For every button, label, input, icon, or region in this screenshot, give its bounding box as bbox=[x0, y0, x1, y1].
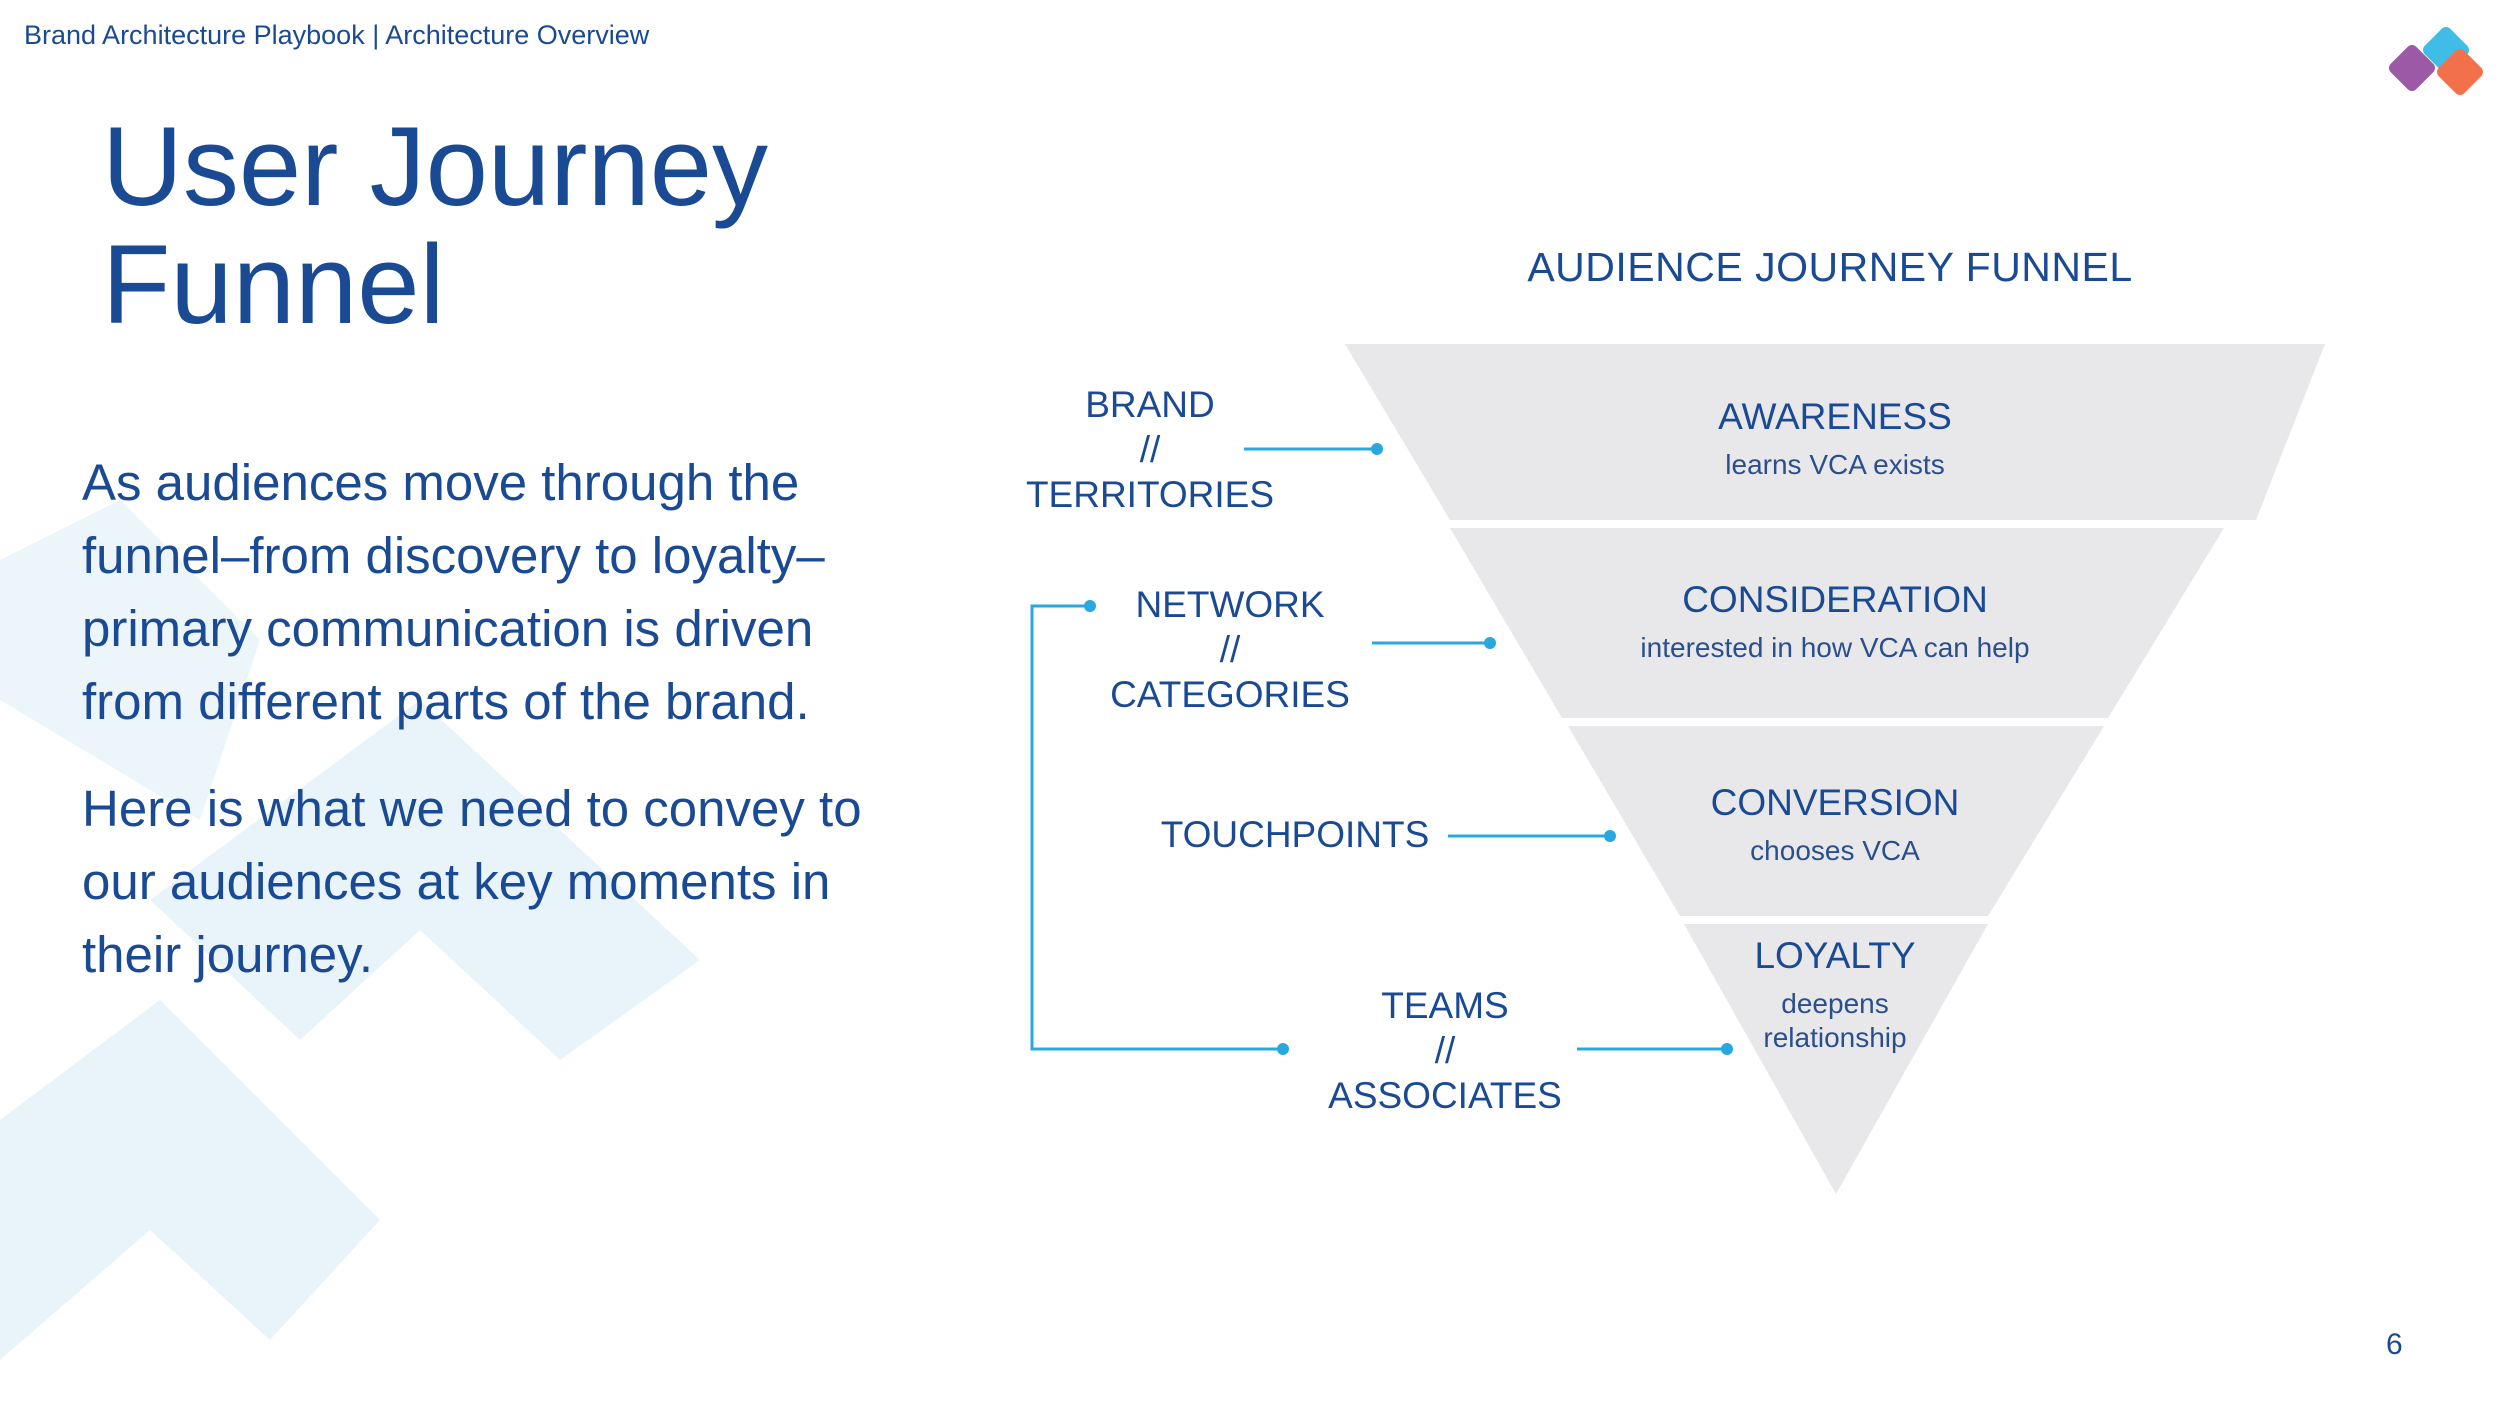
stage-description: chooses VCA bbox=[1750, 835, 1920, 866]
connector-dot bbox=[1604, 830, 1616, 842]
brand-logo-icon bbox=[2389, 27, 2483, 95]
connector-dot bbox=[1084, 600, 1096, 612]
connector-bracket bbox=[1030, 604, 1283, 1051]
intro-paragraph-2: Here is what we need to convey to our au… bbox=[82, 780, 862, 983]
connector-dot bbox=[1721, 1043, 1733, 1055]
source-line: TEAMS bbox=[1381, 985, 1509, 1026]
connector-dot bbox=[1484, 637, 1496, 649]
stage-awareness: AWARENESS learns VCA exists bbox=[1580, 396, 2090, 482]
funnel-stage-awareness bbox=[1345, 344, 2325, 520]
stage-name: LOYALTY bbox=[1754, 935, 1916, 976]
page-title-line-2: Funnel bbox=[102, 222, 445, 347]
breadcrumb: Brand Architecture Playbook | Architectu… bbox=[24, 20, 650, 50]
page-title-line-1: User Journey bbox=[102, 104, 769, 229]
stage-name: CONSIDERATION bbox=[1682, 579, 1988, 620]
source-teams-associates: TEAMS // ASSOCIATES bbox=[1315, 983, 1575, 1118]
funnel-stage-consideration bbox=[1450, 528, 2224, 718]
source-brand-territories: BRAND // TERRITORIES bbox=[1020, 382, 1280, 517]
funnel-stage-loyalty bbox=[1684, 924, 1988, 1194]
stage-consideration: CONSIDERATION interested in how VCA can … bbox=[1580, 579, 2090, 665]
stage-name: CONVERSION bbox=[1710, 782, 1960, 823]
source-line: TOUCHPOINTS bbox=[1160, 814, 1430, 855]
connector-dot bbox=[1371, 443, 1383, 455]
source-line: ASSOCIATES bbox=[1328, 1075, 1562, 1116]
page-title: User Journey Funnel bbox=[102, 108, 1002, 344]
source-line: // bbox=[1434, 1030, 1456, 1071]
stage-conversion: CONVERSION chooses VCA bbox=[1580, 782, 2090, 868]
source-touchpoints: TOUCHPOINTS bbox=[1130, 812, 1460, 857]
stage-description: interested in how VCA can help bbox=[1640, 632, 2030, 663]
stage-name: AWARENESS bbox=[1718, 396, 1952, 437]
stage-description-line-1: deepens bbox=[1781, 988, 1889, 1019]
stage-description: learns VCA exists bbox=[1725, 449, 1945, 480]
source-line: // bbox=[1139, 429, 1161, 470]
connector-dot bbox=[1277, 1043, 1289, 1055]
source-line: NETWORK bbox=[1135, 584, 1325, 625]
page-number: 6 bbox=[2386, 1328, 2403, 1361]
source-line: // bbox=[1219, 629, 1241, 670]
stage-description-line-2: relationship bbox=[1763, 1022, 1907, 1053]
source-line: CATEGORIES bbox=[1110, 674, 1350, 715]
intro-paragraph-1: As audiences move through the funnel–fro… bbox=[82, 454, 825, 730]
funnel-stage-conversion bbox=[1568, 726, 2104, 916]
funnel-title: AUDIENCE JOURNEY FUNNEL bbox=[1527, 244, 2133, 290]
source-line: BRAND bbox=[1085, 384, 1215, 425]
stage-loyalty: LOYALTY deepens relationship bbox=[1680, 935, 1990, 1055]
stage-description: deepens relationship bbox=[1680, 987, 1990, 1055]
intro-text: As audiences move through the funnel–fro… bbox=[82, 446, 872, 1025]
source-network-categories: NETWORK // CATEGORIES bbox=[1100, 582, 1360, 717]
source-line: TERRITORIES bbox=[1025, 474, 1275, 515]
